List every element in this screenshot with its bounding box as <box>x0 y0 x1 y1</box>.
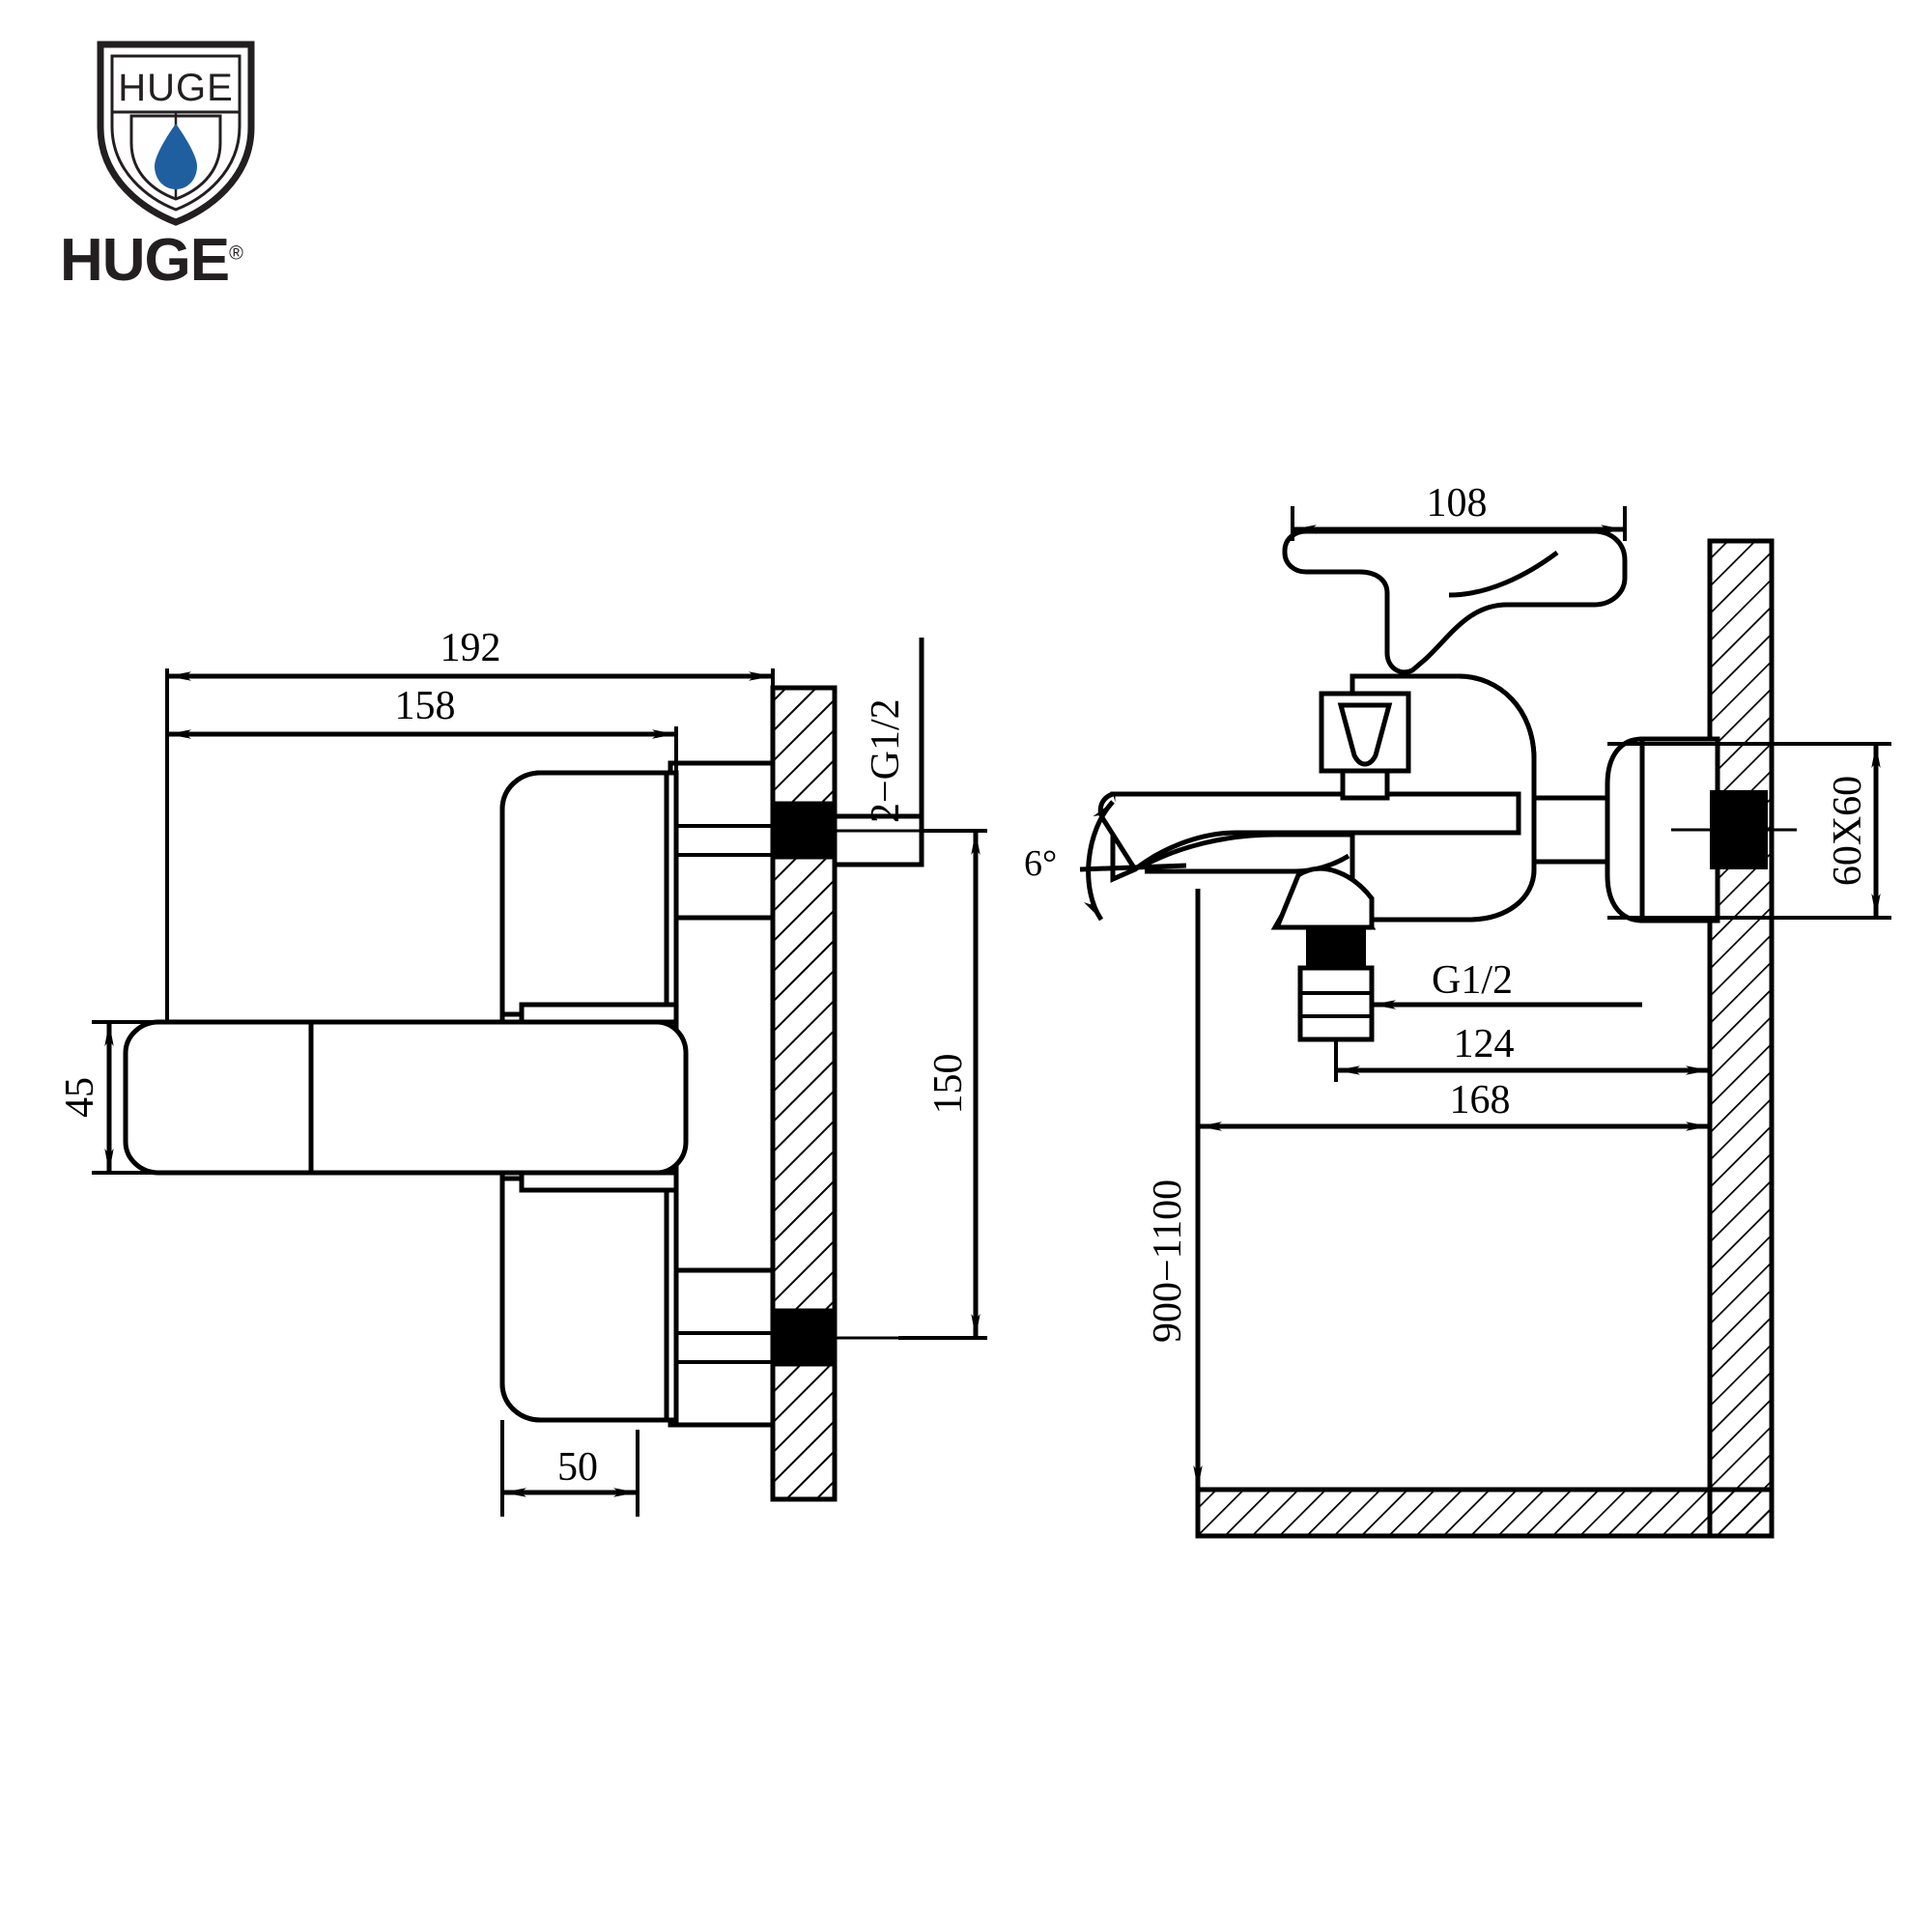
right-diverter-button <box>1319 691 1411 801</box>
dimension-168-label: 168 <box>1450 1078 1511 1122</box>
dimension-192: 192 <box>165 626 775 1024</box>
callout-2-g12: 2−G1/2 <box>864 638 924 831</box>
callout-g12-label: G1/2 <box>1432 958 1513 1003</box>
water-drop-icon <box>155 124 197 189</box>
right-shower-outlet <box>1270 866 1377 1042</box>
right-view-group: 108 60X60 6° G1/2 <box>1024 481 1891 1539</box>
dimension-124-label: 124 <box>1454 1022 1515 1066</box>
callout-angle-6deg: 6° <box>1024 800 1187 922</box>
right-wall-floor-section <box>1195 538 1775 1539</box>
shield-wordmark: HUGE <box>118 67 234 109</box>
dimension-45: 45 <box>58 1020 174 1175</box>
dimension-900-1100: 900−1100 <box>1146 889 1203 1490</box>
dimension-50-label: 50 <box>557 1445 598 1490</box>
left-wall-section <box>770 685 838 1502</box>
shield-icon: HUGE <box>97 41 255 226</box>
callout-angle-6deg-label: 6° <box>1024 843 1057 884</box>
registered-trademark-icon: ® <box>229 242 243 265</box>
dimension-168: 168 <box>1196 1078 1710 1490</box>
dimension-192-label: 192 <box>440 626 501 670</box>
left-handle-lever <box>123 1002 689 1193</box>
brand-wordmark-text: HUGE <box>60 227 230 294</box>
dimension-124: 124 <box>1334 1022 1710 1082</box>
brand-wordmark: HUGE® <box>60 226 350 294</box>
dimension-108: 108 <box>1291 481 1627 541</box>
dimension-900-1100-label: 900−1100 <box>1146 1179 1190 1343</box>
dimension-45-label: 45 <box>58 1077 102 1118</box>
callout-g12: G1/2 <box>1372 958 1642 1009</box>
dimension-60x60: 60X60 <box>1607 742 1891 920</box>
right-handle-lever <box>1282 528 1628 675</box>
dimension-60x60-label: 60X60 <box>1826 776 1870 886</box>
left-view-group: 192 158 2−G1/2 150 <box>58 626 987 1517</box>
callout-2-g12-label: 2−G1/2 <box>864 698 908 823</box>
brand-logo: HUGE HUGE® <box>60 35 350 296</box>
dimension-158: 158 <box>167 684 678 773</box>
dimension-150-label: 150 <box>926 1054 971 1115</box>
dimension-150: 150 <box>898 829 987 1340</box>
dimension-108-label: 108 <box>1427 481 1488 526</box>
dimension-158-label: 158 <box>395 684 456 728</box>
dimension-50: 50 <box>500 1420 639 1517</box>
